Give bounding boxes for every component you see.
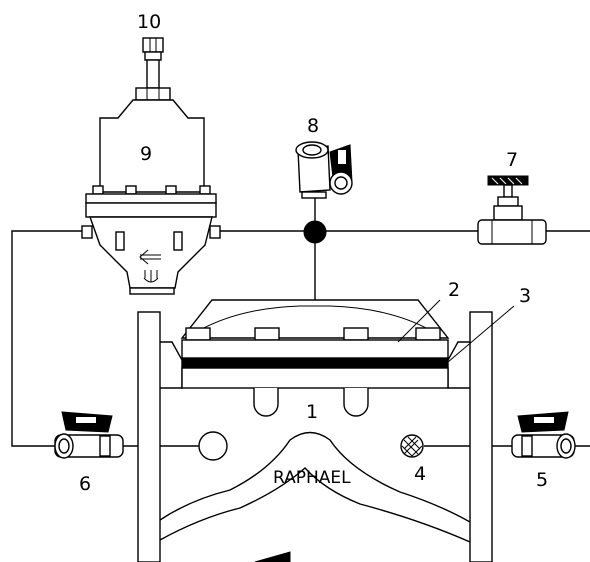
main-valve — [137, 299, 493, 562]
callout-5: 5 — [536, 469, 548, 491]
diaphragm — [181, 357, 449, 369]
callout-1: 1 — [306, 401, 318, 423]
upper-plate — [181, 339, 449, 359]
trident-icon — [143, 270, 159, 283]
callout-3: 3 — [519, 285, 531, 307]
pilot-valve — [81, 37, 221, 295]
adjust-stem — [146, 59, 160, 89]
callout-7: 7 — [506, 149, 518, 171]
diaphragm-flange — [85, 202, 217, 218]
brand-label: RAPHAEL — [273, 468, 351, 488]
callouts: 1 2 3 4 5 6 7 8 9 10 — [79, 11, 548, 495]
lower-plate — [181, 367, 449, 389]
leader-lines — [397, 299, 515, 363]
tubing-lines — [11, 196, 590, 447]
callout-9: 9 — [140, 143, 152, 165]
ball-valve-6 — [54, 411, 124, 459]
junction-node — [303, 220, 327, 244]
needle-valve-7 — [477, 175, 547, 245]
adjust-nut — [142, 37, 164, 53]
flow-arrow-icon — [139, 249, 161, 265]
ball-valve-8 — [295, 141, 353, 199]
callout-10: 10 — [137, 11, 161, 33]
callout-4: 4 — [414, 463, 426, 485]
left-control-tube — [11, 230, 90, 447]
outlet-port — [400, 434, 424, 458]
callout-6: 6 — [79, 473, 91, 495]
inlet-port — [198, 431, 228, 461]
callout-2: 2 — [448, 279, 460, 301]
ball-valve-5 — [511, 411, 576, 459]
left-flange — [137, 311, 161, 562]
callout-8: 8 — [307, 115, 319, 137]
right-flange — [469, 311, 493, 562]
